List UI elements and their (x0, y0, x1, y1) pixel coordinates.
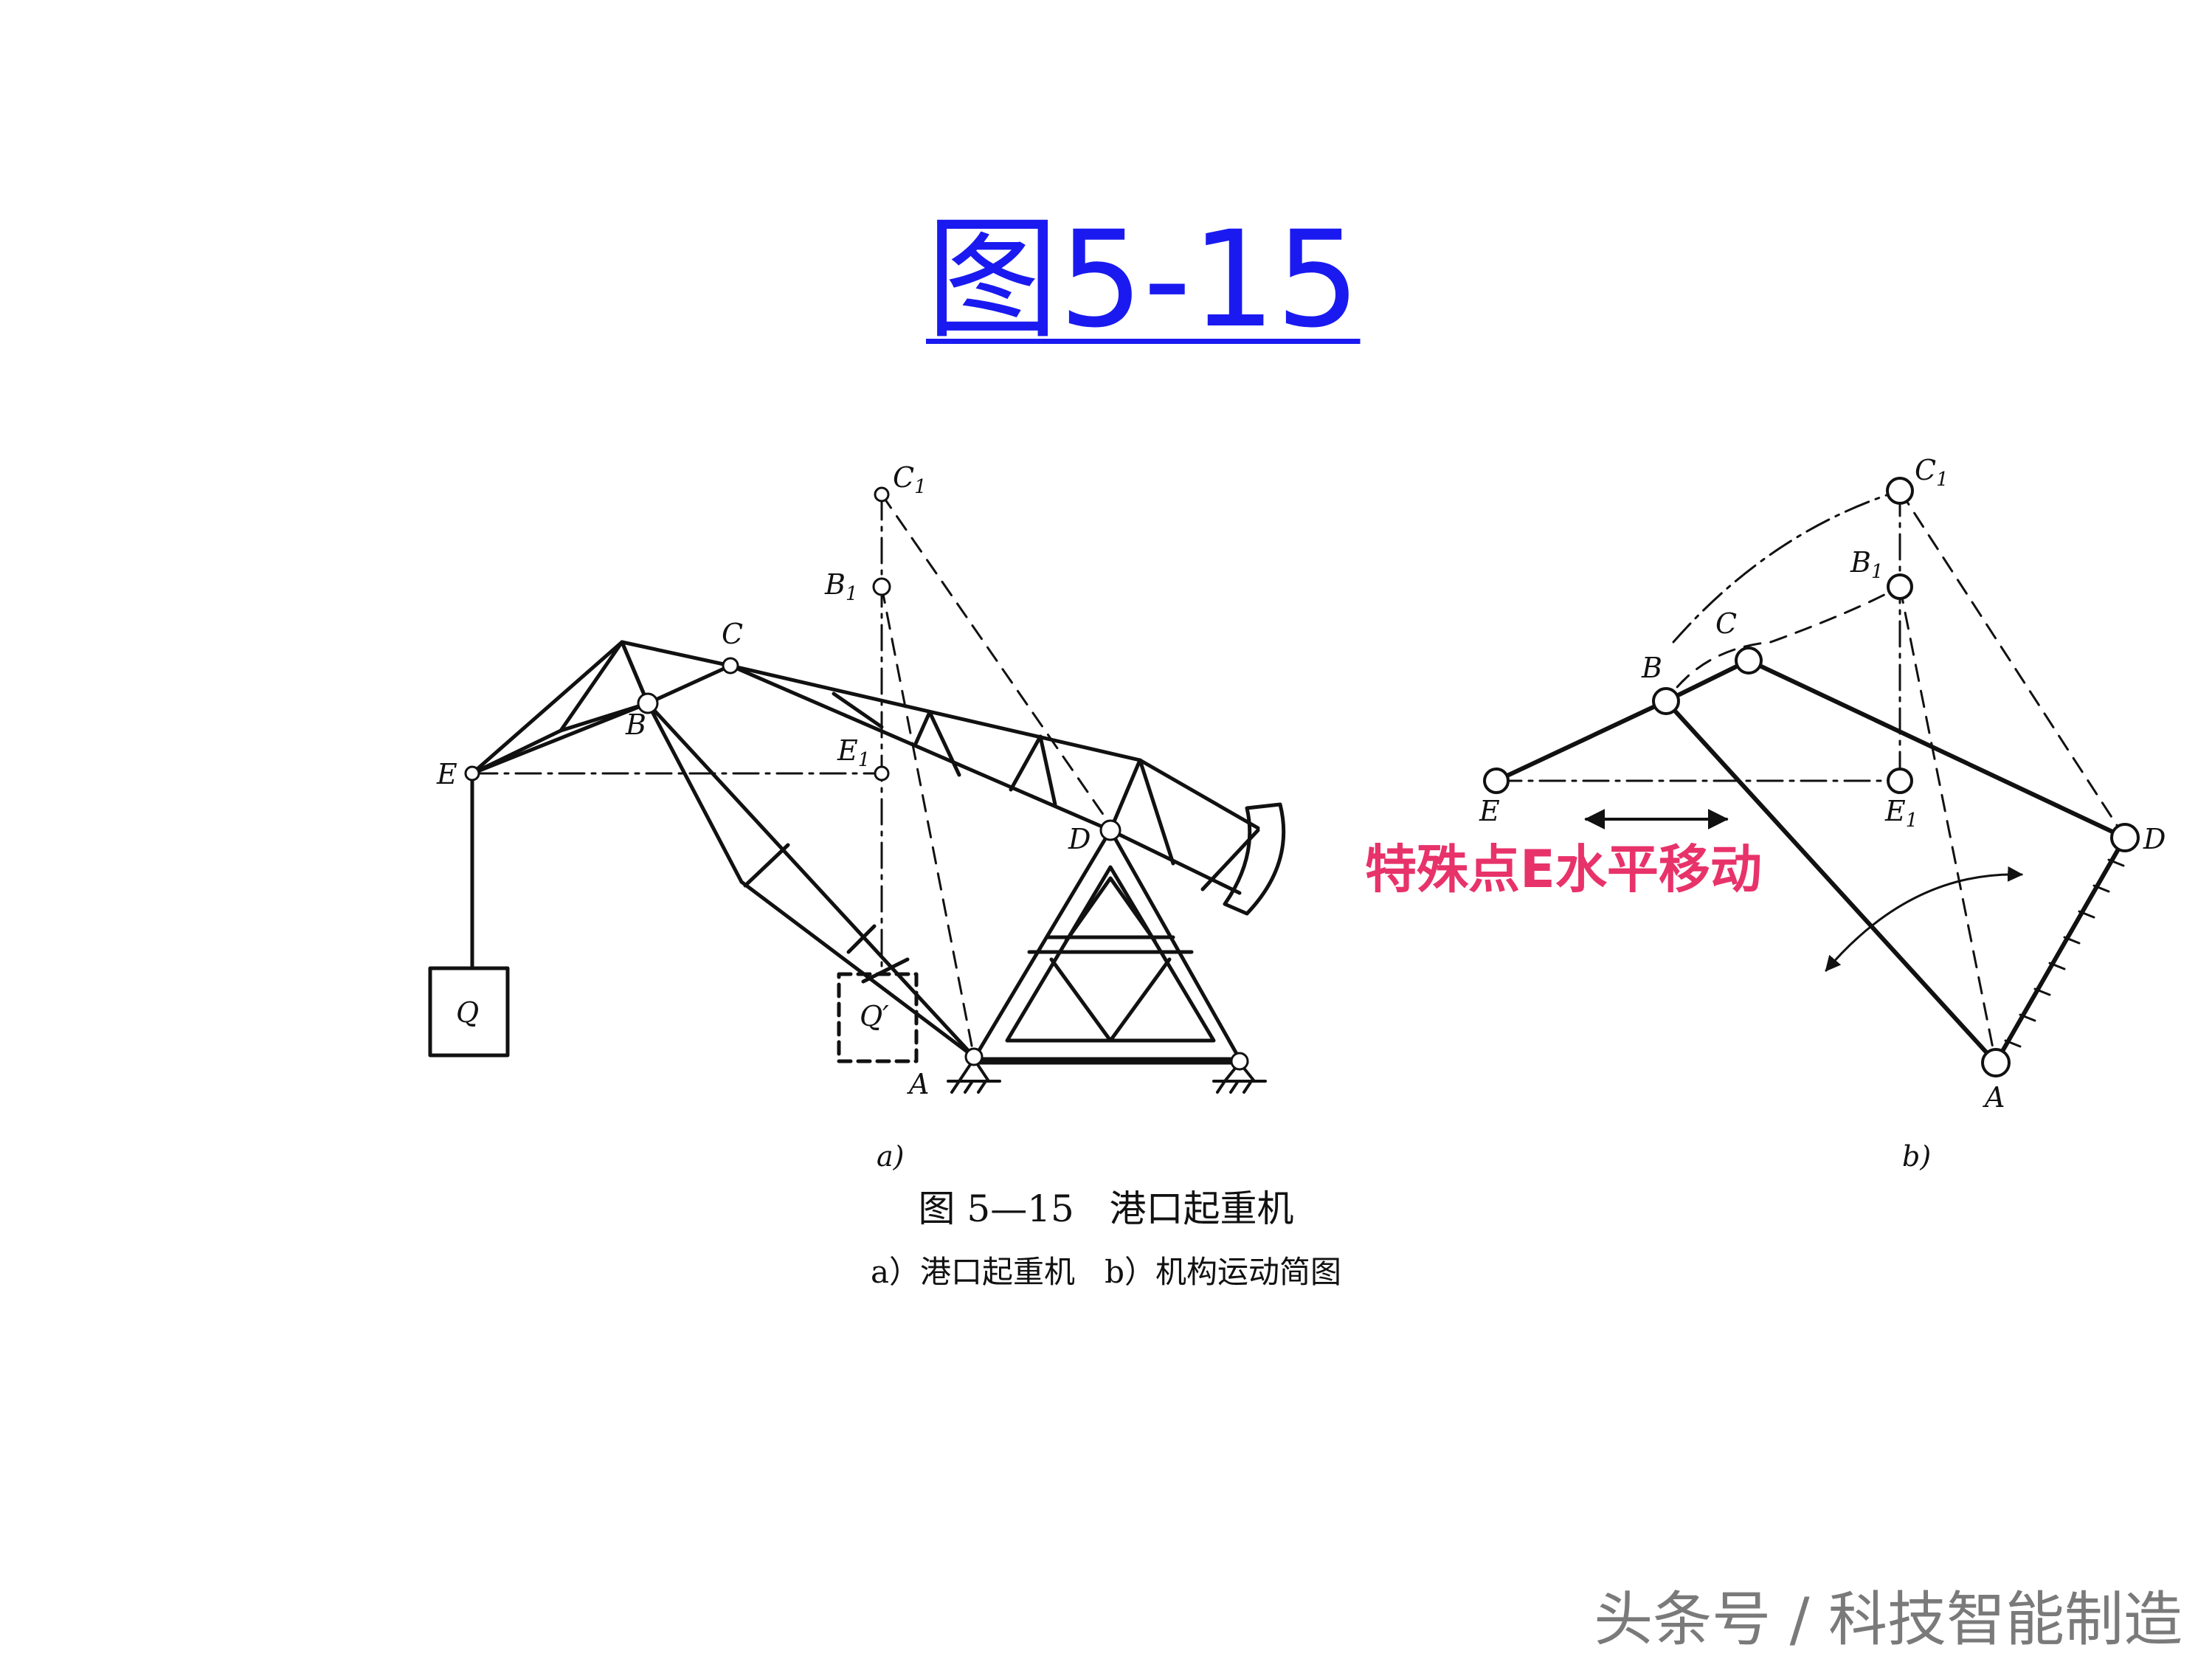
point-d-b: D (2143, 823, 2166, 855)
point-c-b: C (1715, 607, 1737, 640)
load-moved-label: Q′ (860, 1000, 889, 1032)
lever-ba (646, 701, 976, 1059)
point-a-a: A (907, 1068, 929, 1100)
panel-a (428, 486, 1286, 1094)
point-e1-a: E1 (837, 734, 870, 771)
slide-title: 图5-15 (926, 203, 1361, 357)
panel-a-label: a) (877, 1140, 904, 1173)
links-b (1494, 658, 2127, 1065)
rotation-arrow (1825, 866, 2024, 972)
point-b-b: B (1641, 652, 1662, 684)
point-a-b: A (1983, 1081, 2005, 1114)
watermark: 头条号 / 科技智能制造 (1594, 1585, 2182, 1654)
point-e-b: E (1479, 795, 1500, 827)
ground-supports-a (947, 1058, 1267, 1094)
ground-hatch-b (1994, 835, 2127, 1065)
dashed-lines-a (880, 493, 1116, 1058)
point-c1-b: C1 (1915, 454, 1949, 491)
load-box-moved (837, 972, 919, 1063)
panel-a-labels: C1 B1 C B E E1 D A Q Q′ a) (436, 461, 1091, 1173)
construction-lines-a (471, 493, 883, 976)
figure-subcaption: a）港口起重机 b）机构运动简图 (871, 1254, 1341, 1290)
hoist (428, 771, 919, 1063)
support-tower (972, 828, 1249, 1065)
point-b1-a: B1 (824, 568, 857, 605)
boom-truss (728, 663, 1286, 916)
point-b1-b: B1 (1850, 546, 1883, 583)
load-label: Q (456, 996, 479, 1029)
figure-caption: 图 5—15 港口起重机 (918, 1187, 1294, 1230)
point-c1-a: C1 (893, 461, 927, 498)
joints-a (464, 486, 1249, 1071)
annotation-text: 特殊点E水平移动 (1365, 839, 1762, 900)
panel-b-labels: C1 B1 C B E E1 D A b) (1479, 454, 2166, 1173)
jib-truss (470, 640, 733, 776)
point-b-a: B (625, 708, 646, 741)
load-box (428, 966, 510, 1058)
point-e1-b: E1 (1884, 795, 1918, 832)
point-e-a: E (436, 758, 457, 790)
joints-b (1483, 477, 2140, 1077)
point-d-a: D (1068, 823, 1091, 855)
panel-b (1483, 477, 2140, 1077)
panel-b-label: b) (1902, 1140, 1931, 1173)
point-c-a: C (722, 618, 743, 650)
